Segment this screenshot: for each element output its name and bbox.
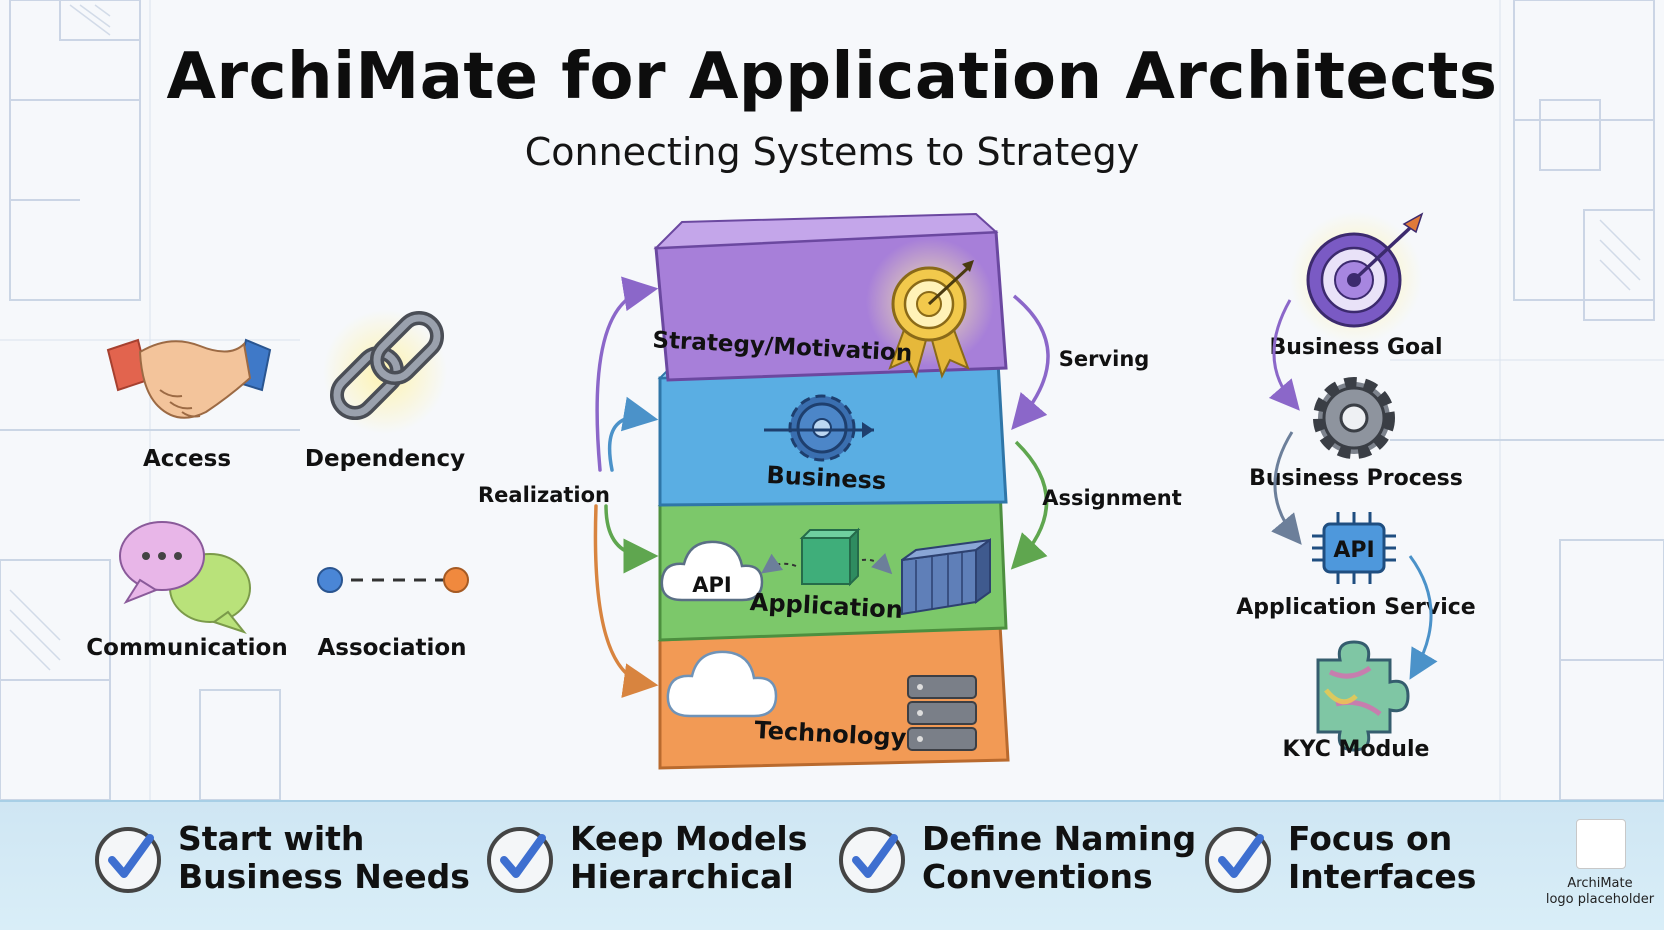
api-badge: API (692, 573, 731, 597)
page-title: ArchiMate for Application Architects (166, 40, 1498, 114)
layer-label: Business (766, 461, 887, 495)
serving-label: Serving (1059, 347, 1150, 371)
tip-item: Focus on Interfaces (1202, 820, 1476, 896)
relationship-label: Access (143, 446, 231, 472)
checkmark-icon (1205, 827, 1271, 893)
chain-arrow (1408, 555, 1438, 680)
speech-bubbles-icon (119, 521, 251, 635)
tip-text: Start with Business Needs (178, 819, 470, 896)
tip-item: Define Naming Conventions (836, 820, 1196, 896)
gear-icon (1313, 377, 1395, 459)
target-award-icon (888, 260, 974, 379)
assignment-arrow (1010, 440, 1049, 570)
server-icon (907, 675, 977, 751)
tip-text: Keep Models Hierarchical (570, 819, 808, 896)
logo-placeholder (1576, 819, 1626, 869)
serving-arrow (1011, 294, 1050, 430)
relationship-label: Dependency (305, 446, 465, 472)
container-icon (901, 538, 991, 616)
tip-item: Keep Models Hierarchical (484, 820, 807, 896)
relationship-label: Communication (86, 635, 287, 661)
relationship-communication: Communication (86, 521, 288, 661)
chain-link-icon (329, 310, 445, 421)
tip-item: Start with Business Needs (92, 820, 470, 896)
realization-arrows (593, 276, 659, 698)
chain-kyc-module: KYC Module (1283, 640, 1430, 762)
relationship-association: Association (317, 567, 469, 661)
layer-strategy: Strategy/Motivation (652, 212, 1008, 382)
puzzle-piece-icon (1316, 640, 1410, 752)
checkmark-icon (95, 827, 161, 893)
chain-label: Business Goal (1269, 335, 1442, 360)
relationship-label: Association (317, 635, 466, 661)
tip-text: Define Naming Conventions (922, 819, 1197, 896)
tip-text: Focus on Interfaces (1288, 819, 1477, 896)
cloud-icon (666, 650, 778, 718)
realization-label: Realization (478, 483, 610, 507)
assignment-label: Assignment (1042, 486, 1182, 510)
chain-label: Business Process (1249, 466, 1463, 491)
chain-arrow (1271, 431, 1302, 545)
checkmark-icon (839, 827, 905, 893)
chain-business-goal: Business Goal (1269, 212, 1443, 360)
chain-arrow (1268, 299, 1300, 411)
layer-stack: Technology API (478, 212, 1182, 770)
traceability-chain: Business Goal Business Process AP (1236, 212, 1476, 762)
api-chip-icon: API (1312, 512, 1396, 584)
gear-icon (764, 394, 874, 462)
dotted-line-icon (317, 567, 469, 593)
relationship-access: Access (106, 338, 272, 472)
logo-placeholder-text: ArchiMate logo placeholder (1545, 876, 1655, 907)
handshake-icon (106, 338, 272, 419)
chain-label: Application Service (1236, 595, 1475, 620)
chain-business-process: Business Process (1249, 377, 1463, 491)
page-subtitle: Connecting Systems to Strategy (524, 130, 1140, 174)
api-cloud-icon: API (660, 540, 764, 602)
chain-label: KYC Module (1283, 737, 1430, 762)
target-icon (1306, 212, 1424, 328)
best-practices-bar (0, 800, 1664, 930)
relationship-dependency: Dependency (305, 310, 465, 472)
component-cube-icon (799, 527, 861, 587)
chain-application-service: API Application Service (1236, 512, 1476, 620)
checkmark-icon (487, 827, 553, 893)
api-badge: API (1333, 538, 1374, 563)
